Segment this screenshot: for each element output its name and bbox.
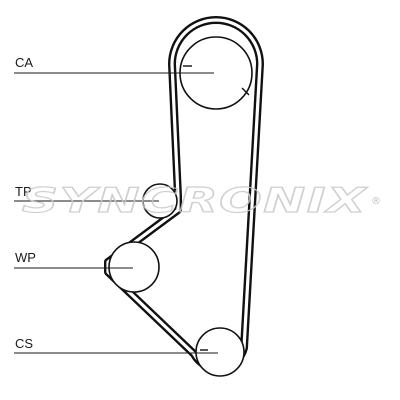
label-tp: TP — [15, 184, 32, 199]
crankshaft-pulley — [195, 327, 245, 377]
water-pump-pulley — [108, 241, 160, 293]
watermark-registered: ® — [371, 196, 381, 207]
label-wp: WP — [15, 250, 36, 265]
watermark-text: SYNCRONIX — [22, 181, 368, 221]
watermark-logo: SYNCRONIX ® — [21, 180, 381, 221]
label-cs: CS — [15, 336, 33, 351]
label-ca: CA — [15, 55, 33, 70]
